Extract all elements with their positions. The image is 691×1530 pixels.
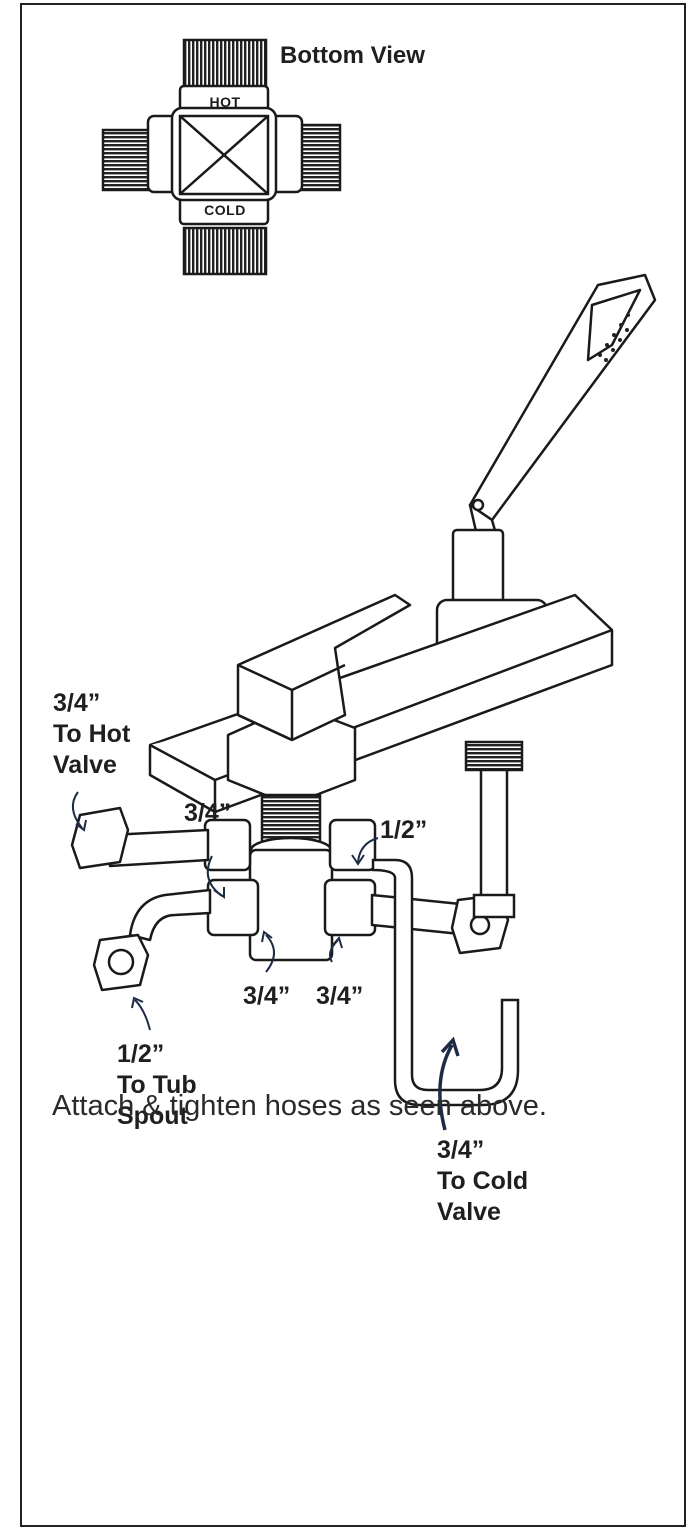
cold-valve-arrow	[438, 1044, 454, 1131]
hand-shower	[435, 273, 657, 657]
tub-spout-line1: To Tub	[117, 1071, 197, 1099]
hot-valve-size: 3/4”	[53, 689, 101, 717]
bottom-view-title: Bottom View	[280, 42, 425, 69]
spray-nozzles	[598, 313, 630, 362]
top-threaded-port	[182, 38, 268, 90]
mixer-handle	[226, 593, 412, 807]
hot-valve-line2: Valve	[53, 751, 117, 779]
port-upper-right-arrow	[357, 837, 379, 863]
callout-arrows	[71, 791, 460, 1131]
deck-plate	[148, 593, 614, 814]
port-lower-left-label: 3/4”	[243, 982, 291, 1010]
cold-tag: COLD	[204, 202, 246, 218]
port-lower-right-label: 3/4”	[316, 982, 364, 1010]
port-upper-right-label: 1/2”	[380, 816, 428, 844]
hot-valve-line1: To Hot	[53, 720, 131, 748]
port-upper-left-label: 3/4”	[184, 799, 232, 827]
tub-spout-line2: Spout	[117, 1102, 188, 1130]
port-lower-left-arrow	[265, 934, 275, 973]
cold-valve-line1: To Cold	[437, 1167, 529, 1195]
bottom-view-valve	[101, 38, 342, 276]
hot-valve-arrow	[71, 791, 83, 829]
right-threaded-port	[298, 123, 342, 192]
tub-spout-hose	[92, 888, 212, 992]
hot-hose	[70, 806, 210, 870]
shower-supply-pipe	[371, 740, 524, 1107]
cold-valve-size: 3/4”	[437, 1136, 485, 1164]
hot-tag: HOT	[209, 94, 241, 110]
cold-valve-line2: Valve	[437, 1198, 501, 1226]
tub-spout-size: 1/2”	[117, 1040, 165, 1068]
cold-valve-callout: 3/4” To Cold Valve	[437, 1135, 528, 1228]
diverter-valve	[203, 793, 377, 962]
left-threaded-port	[101, 128, 153, 192]
instruction-caption: Attach & tighten hoses as seen above.	[52, 1090, 547, 1122]
instruction-panel	[20, 3, 686, 1527]
tub-spout-callout: 1/2” To Tub Spout	[117, 1039, 197, 1132]
bottom-threaded-port	[182, 226, 268, 276]
tub-spout-arrow	[134, 999, 151, 1031]
hot-valve-callout: 3/4” To Hot Valve	[53, 688, 130, 781]
